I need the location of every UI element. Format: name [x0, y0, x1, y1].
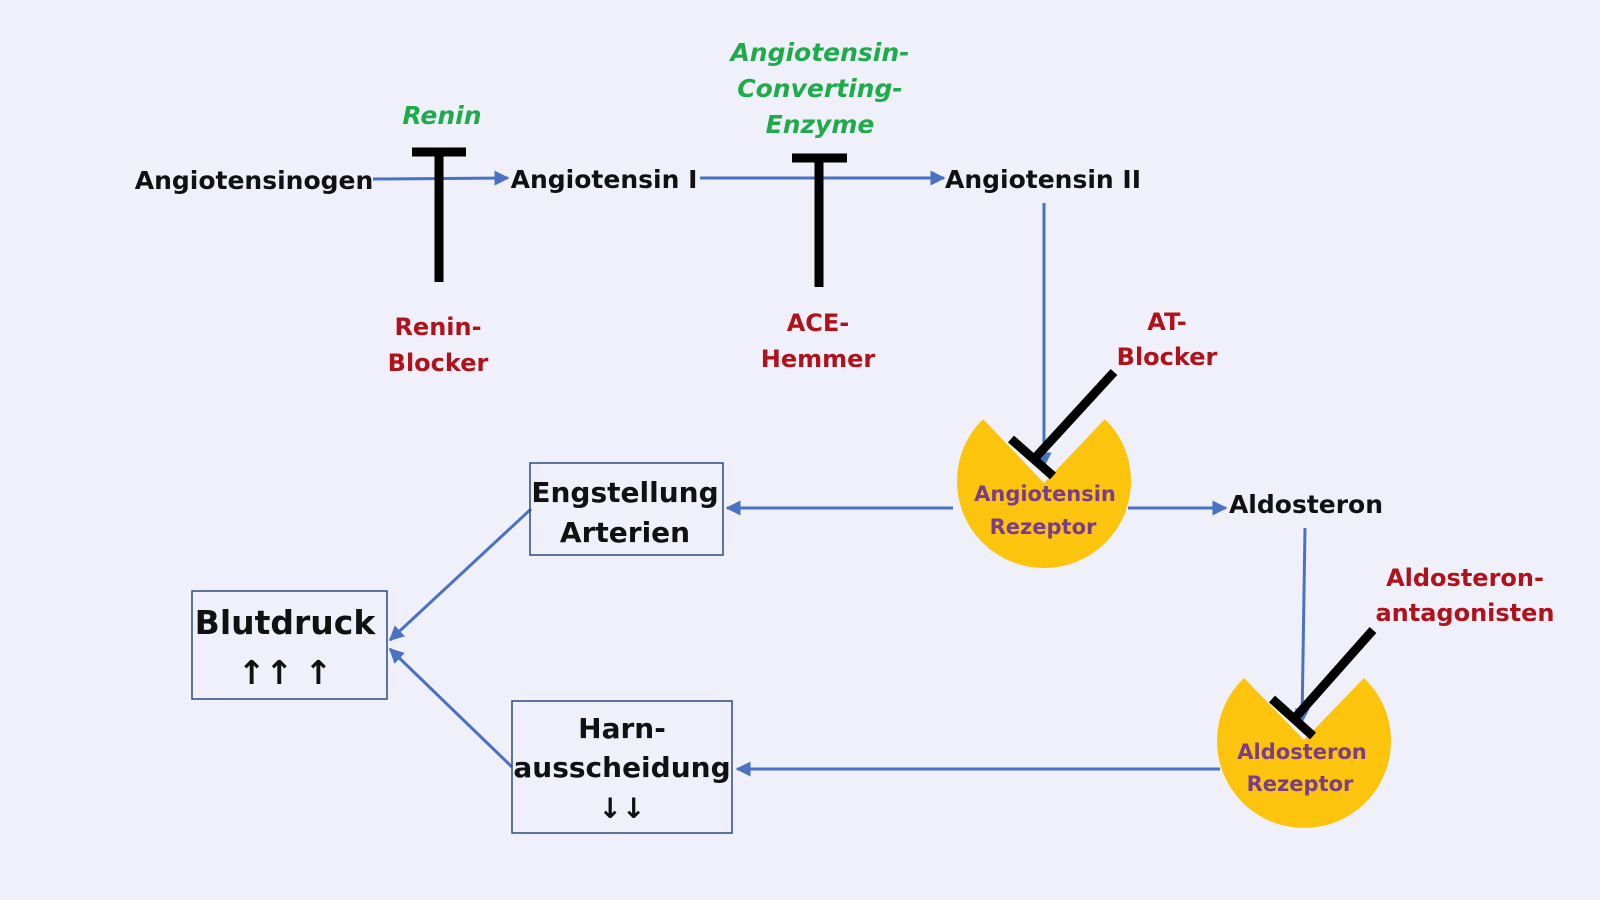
- harn-line-1: Harn-: [578, 712, 666, 745]
- renin-blocker-line-1: Renin-: [394, 313, 481, 341]
- ace-hemmer-line-2: Hemmer: [761, 345, 876, 373]
- aldosteron-antagonisten-line-1: Aldosteron-: [1386, 564, 1544, 592]
- aldosteron-receptor-line-1: Aldosteron: [1237, 740, 1366, 764]
- blutdruck-arrows: ↑↑ ↑: [238, 653, 332, 692]
- arrow-harn-to-blutdruck: [388, 647, 514, 769]
- blutdruck-title: Blutdruck: [195, 603, 377, 642]
- aldosteron-label: Aldosteron: [1229, 490, 1383, 519]
- ace-enzyme-line-3: Enzyme: [766, 110, 875, 139]
- ace-hemmer-inhibitor: [792, 153, 847, 287]
- harn-line-2: ausscheidung: [513, 751, 730, 784]
- renin-blocker-line-2: Blocker: [388, 349, 489, 377]
- arrow-aldosteron-to-receptor: [1294, 527, 1310, 724]
- engstellung-line-2: Arterien: [560, 516, 690, 549]
- angiotensinogen-label: Angiotensinogen: [135, 166, 374, 195]
- angiotensin-receptor-shape: [957, 419, 1131, 569]
- at-blocker-line-2: Blocker: [1117, 343, 1218, 371]
- angiotensin2-label: Angiotensin II: [945, 165, 1141, 194]
- engstellung-box: [529, 462, 724, 556]
- angiotensin1-label: Angiotensin I: [511, 165, 698, 194]
- aldosteron-receptor-shape: [1217, 678, 1391, 828]
- harn-arrows: ↓↓: [599, 792, 646, 825]
- ace-enzyme-line-2: Converting-: [737, 74, 903, 103]
- at-blocker-line-1: AT-: [1147, 308, 1187, 336]
- ace-enzyme-line-1: Angiotensin-: [728, 38, 909, 67]
- angiotensin-receptor-line-1: Angiotensin: [974, 482, 1116, 506]
- renin-label: Renin: [402, 101, 481, 130]
- engstellung-line-1: Engstellung: [531, 476, 718, 509]
- arrow-engstellung-to-blutdruck: [388, 507, 533, 642]
- ace-hemmer-line-1: ACE-: [787, 309, 850, 337]
- aldosteron-antagonisten-line-2: antagonisten: [1375, 599, 1554, 627]
- renin-blocker-inhibitor: [412, 147, 466, 282]
- angiotensin-receptor-line-2: Rezeptor: [990, 515, 1097, 539]
- blutdruck-box: [191, 590, 388, 700]
- aldosteron-receptor-line-2: Rezeptor: [1247, 772, 1354, 796]
- harn-box: [511, 700, 733, 834]
- at-blocker-inhibitor: [1008, 368, 1118, 480]
- aldosteron-antagonisten-inhibitor: [1268, 627, 1377, 740]
